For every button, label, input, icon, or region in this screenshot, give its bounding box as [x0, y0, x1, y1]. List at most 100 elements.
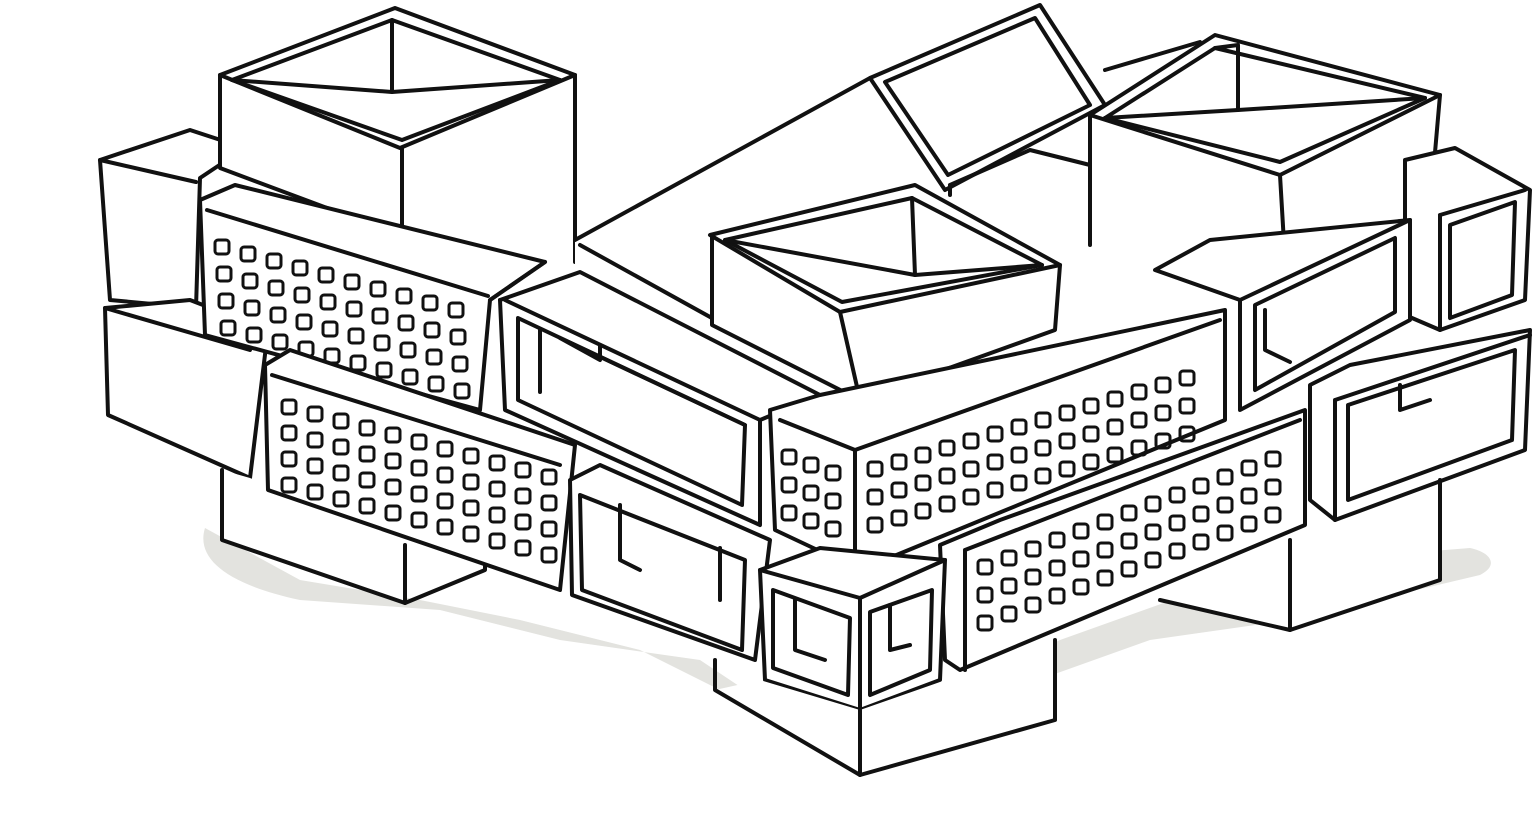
- perforation: [293, 286, 311, 304]
- perforation: [780, 504, 798, 522]
- perforation: [399, 341, 417, 359]
- perforation: [1096, 513, 1114, 531]
- perforation: [410, 485, 428, 503]
- perforation: [436, 440, 454, 458]
- perforation: [890, 509, 908, 527]
- perforation: [514, 539, 532, 557]
- perforation: [401, 368, 419, 386]
- perforation: [962, 432, 980, 450]
- center-open-box: [708, 183, 1062, 402]
- perforation: [1264, 450, 1282, 468]
- perforation: [1034, 439, 1052, 457]
- perforation: [358, 419, 376, 437]
- perforation: [962, 460, 980, 478]
- perforation: [866, 488, 884, 506]
- perforation: [1082, 425, 1100, 443]
- perforation: [976, 614, 994, 632]
- perforation: [1192, 505, 1210, 523]
- top-right-open-box: [1088, 33, 1442, 265]
- perforation: [321, 320, 339, 338]
- perforation: [1240, 487, 1258, 505]
- perforation: [421, 294, 439, 312]
- perforation: [514, 487, 532, 505]
- perforation: [375, 361, 393, 379]
- perforation: [462, 473, 480, 491]
- perforation: [976, 558, 994, 576]
- perforation: [540, 468, 558, 486]
- perforation: [1130, 383, 1148, 401]
- perforation-grid: [280, 398, 558, 564]
- perforation: [938, 467, 956, 485]
- perforation: [384, 426, 402, 444]
- perforation: [1106, 390, 1124, 408]
- perforation: [213, 238, 231, 256]
- perforation: [291, 259, 309, 277]
- perforation: [267, 279, 285, 297]
- perforation: [384, 504, 402, 522]
- perforation: [488, 532, 506, 550]
- perforation: [986, 453, 1004, 471]
- tilted-top-frame: [868, 3, 1107, 197]
- perforation: [410, 459, 428, 477]
- perforation: [938, 439, 956, 457]
- perforation: [215, 265, 233, 283]
- front-bottom-pillar: [713, 638, 1057, 777]
- perforation: [1178, 397, 1196, 415]
- perforation: [436, 466, 454, 484]
- perforation: [914, 502, 932, 520]
- perforation: [488, 454, 506, 472]
- perforation: [1106, 446, 1124, 464]
- perforation: [1154, 404, 1172, 422]
- perforation: [436, 492, 454, 510]
- perforation: [436, 518, 454, 536]
- perforation: [369, 280, 387, 298]
- perforation: [219, 319, 237, 337]
- perforation: [962, 488, 980, 506]
- perforation: [1168, 486, 1186, 504]
- right-tube-lower: [1308, 328, 1532, 522]
- perforation: [423, 321, 441, 339]
- perforation: [358, 497, 376, 515]
- perforation: [802, 484, 820, 502]
- perforation: [780, 448, 798, 466]
- perforation: [540, 546, 558, 564]
- perforation: [1144, 551, 1162, 569]
- perforation: [1024, 568, 1042, 586]
- perforation: [241, 272, 259, 290]
- perforation: [1048, 587, 1066, 605]
- perforation: [914, 474, 932, 492]
- perforation: [1192, 477, 1210, 495]
- perforation: [1264, 506, 1282, 524]
- perforation: [824, 520, 842, 538]
- perforation: [1000, 605, 1018, 623]
- perforation: [986, 481, 1004, 499]
- perforation: [384, 452, 402, 470]
- perforation: [462, 499, 480, 517]
- perforation: [1106, 418, 1124, 436]
- lower-left-block: [103, 298, 270, 480]
- perforation: [824, 464, 842, 482]
- perforation: [540, 520, 558, 538]
- perforation: [780, 476, 798, 494]
- perforation: [245, 326, 263, 344]
- perforation: [397, 314, 415, 332]
- left-small-box: [98, 128, 247, 310]
- perforation: [1178, 369, 1196, 387]
- perforation: [1048, 531, 1066, 549]
- perforation: [1144, 495, 1162, 513]
- perforation: [1154, 432, 1172, 450]
- perforation: [349, 354, 367, 372]
- perforation: [1192, 533, 1210, 551]
- perforation: [1000, 549, 1018, 567]
- perforation: [1154, 376, 1172, 394]
- perforation: [332, 438, 350, 456]
- perforation: [1000, 577, 1018, 595]
- perforation: [280, 450, 298, 468]
- perforation: [1010, 418, 1028, 436]
- right-tube-upper: [1153, 218, 1412, 412]
- perforation: [265, 252, 283, 270]
- perforation: [447, 301, 465, 319]
- perforation: [1178, 425, 1196, 443]
- perforation: [488, 506, 506, 524]
- perforation: [451, 355, 469, 373]
